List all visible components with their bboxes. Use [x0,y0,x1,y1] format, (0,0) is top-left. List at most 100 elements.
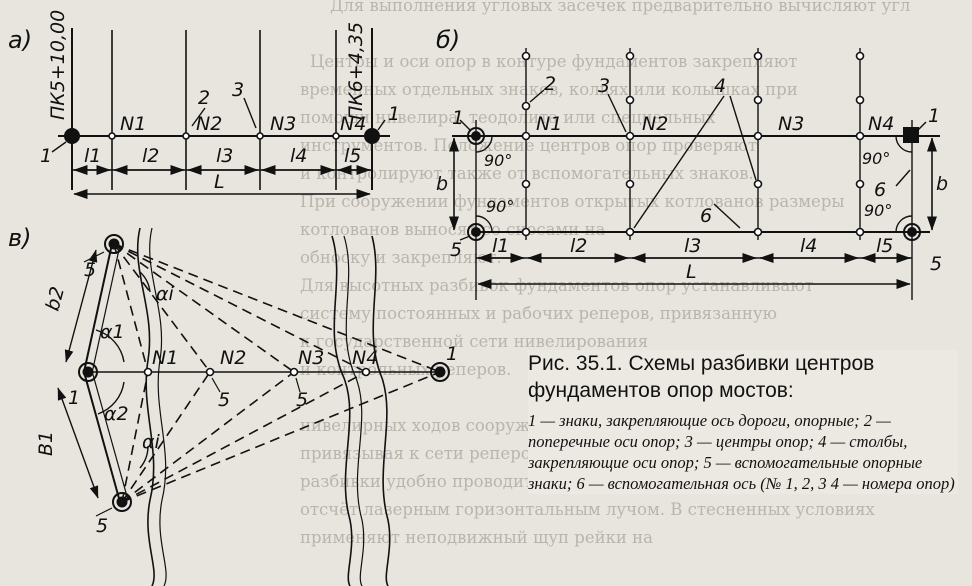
panel-b: б) [436,26,940,300]
sight-lines-lower [121,371,441,503]
leader-line [917,121,927,131]
angle-arc [895,215,913,233]
auxiliary-sign-core [116,496,128,508]
auxiliary-sign [903,223,921,241]
angle-arc-alpha1 [95,329,125,363]
pier-center [753,131,763,141]
axis-post [753,95,763,105]
axis-post [521,227,531,237]
pier-number: N1 [536,113,562,135]
bg-line: привязывая к сети реперов. [300,444,546,463]
callout-5: 5 [218,389,230,411]
road-marker-sign-core [82,366,94,378]
callout-5: 5 [96,515,108,537]
angle-label: αi [142,431,161,453]
axis-post [855,227,865,237]
auxiliary-sign-core [907,227,917,237]
pier-center [855,131,865,141]
angle-label: 90° [862,149,890,168]
bg-line: и контрольных реперов. [300,360,512,379]
total-length-label: L [686,261,697,283]
angle-label: α2 [104,403,129,425]
leader-line [243,97,257,129]
axis-post [753,227,763,237]
road-marker-sign [430,362,450,382]
span-label: l5 [344,145,361,167]
bg-line: помощи нивелира, теодолита или специальн… [300,108,716,127]
span-label: l2 [570,235,587,257]
callout-4: 4 [714,75,726,97]
river-bank [371,235,391,586]
callout-3: 3 [232,79,244,101]
pier-number: N3 [270,113,296,135]
panel-b-label: б) [436,26,460,54]
road-marker-sign-core [471,131,481,141]
leader-line [211,377,221,393]
auxiliary-sign [104,234,124,254]
panel-v-labels: 5 5 5 5 1 1 b2 B1 α1 α2 αi αi N1 N2 N3 N… [35,259,458,537]
pier-number: N1 [152,347,178,369]
auxiliary-sign-core [108,238,120,250]
bg-line: обноску и закрепляют. [300,248,502,267]
axis-post [855,51,865,61]
leader-line [607,93,627,133]
pier-center [182,132,190,140]
auxiliary-sign [467,223,485,241]
span-label: l4 [800,235,817,257]
pier-number: N4 [868,113,894,135]
callout-1: 1 [928,105,940,127]
axis-post [625,51,635,61]
leader-line [83,251,105,263]
axis-post [521,101,531,111]
leader-line [191,107,206,127]
pier-center [108,132,116,140]
leader-line [529,89,545,103]
bg-line: временных отдельных знаков, кольях или к… [300,80,798,99]
baseline-b1 [83,371,121,503]
axis-post [521,51,531,61]
road-marker-sign [903,127,919,143]
panel-v: в) [8,224,450,586]
leader-line [95,507,113,517]
bg-line: систему постоянных и рабочих реперов, пр… [300,304,777,323]
bg-line: При сооружении фундаментов открытых котл… [300,192,845,211]
pier-number: N2 [220,347,246,369]
callout-1: 1 [40,145,52,167]
figure-caption: Рис. 35.1. Схемы разбивки центров фундам… [528,350,958,494]
callout-1: 1 [388,103,400,125]
leader-line [459,235,471,241]
angle-arc-alpha2 [97,381,125,415]
leader-line [377,119,386,131]
pier-center [332,132,340,140]
callout-5: 5 [450,239,462,261]
callout-1: 1 [452,107,464,129]
pier-center [205,367,215,377]
bg-line: нивелирных ходов сооружений [300,416,573,435]
offset-label: b [936,173,948,195]
leader-line [713,203,741,229]
pier-number: N4 [352,347,378,369]
callout-6: 6 [700,205,712,227]
pier-center [521,131,531,141]
callout-6: 6 [874,179,886,201]
panel-b-labels: 1 1 2 3 4 5 5 6 6 N1 N2 N3 N4 90° 90° 90… [436,73,948,283]
pier-center [625,131,635,141]
pier-number: N3 [778,113,804,135]
bg-line: инструментов. Положение центров опор про… [300,136,757,155]
span-label: l5 [876,235,893,257]
axis-post [521,179,531,189]
auxiliary-sign-core [471,227,481,237]
angle-label: 90° [486,197,514,216]
pier-center [361,367,371,377]
pier-center [289,367,299,377]
bg-line: Для выполнения угловых засечек предварит… [330,0,911,15]
callout-1: 1 [446,343,458,365]
pier-number: N2 [196,113,222,135]
span-label: l1 [84,145,101,167]
bg-line: и контролируют также от вспомогательных … [300,164,754,183]
angle-arc [895,135,913,153]
pier-number: N1 [120,113,146,135]
offset-label: b [436,173,448,195]
